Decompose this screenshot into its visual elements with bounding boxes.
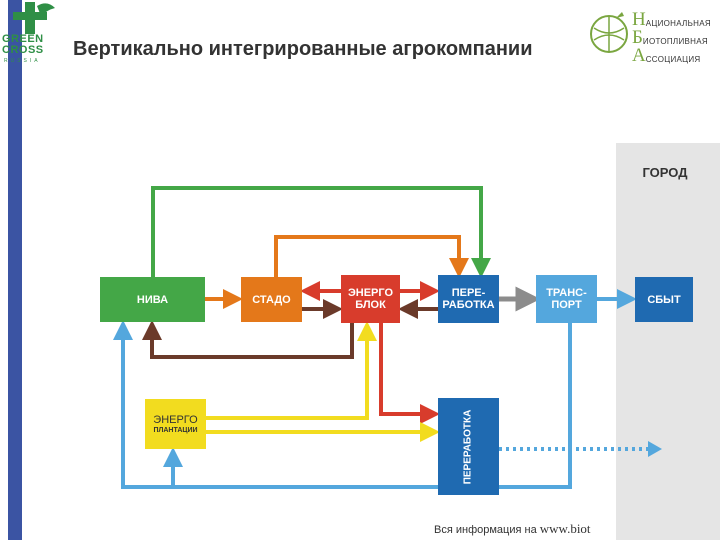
arrow-transport-return-niva: [113, 320, 572, 489]
box-energy-block: ЭНЕРГО БЛОК: [341, 275, 400, 323]
green-cross-icon: [13, 2, 55, 34]
footer-url[interactable]: www.biot: [539, 521, 591, 536]
nba-word-3: ССОЦИАЦИЯ: [645, 55, 701, 64]
leaf-emblem-icon: [590, 12, 628, 53]
city-panel: [616, 143, 720, 540]
box-transport: ТРАНС- ПОРТ: [536, 275, 597, 323]
processing-vertical-label: ПЕРЕРАБОТКА: [462, 409, 474, 484]
arrow-herd-to-processing: [274, 235, 469, 278]
nba-logo: НАЦИОНАЛЬНАЯ БИОТОПЛИВНАЯ АССОЦИАЦИЯ: [586, 4, 720, 66]
arrow-plantation-to-energy: [206, 321, 377, 420]
box-processing-vertical: ПЕРЕРАБОТКА: [438, 398, 499, 495]
box-sales: СБЫТ: [635, 277, 693, 322]
green-cross-logo: GREEN CROSS RUSSIA: [0, 0, 66, 66]
left-accent-bar: [8, 0, 22, 540]
nba-initial-1: Н: [632, 9, 646, 30]
arrow-head-to-city: [648, 441, 662, 457]
nba-initial-3: А: [632, 45, 646, 66]
arrow-niva-to-processing: [151, 186, 491, 278]
nba-word-1: АЦИОНАЛЬНАЯ: [645, 19, 711, 28]
box-energy-plantations: ЭНЕРГО ПЛАНТАЦИИ: [145, 399, 206, 449]
arrow-energy-to-processing-v: [379, 323, 440, 424]
box-niva: НИВА: [100, 277, 205, 322]
nba-row-3: АССОЦИАЦИЯ: [632, 46, 701, 65]
logo-line-green: GREEN: [2, 33, 44, 45]
energy-plantations-line2: ПЛАНТАЦИИ: [153, 426, 198, 434]
city-label: ГОРОД: [642, 165, 688, 180]
footer-note: Вся информация на www.biot: [434, 521, 591, 537]
nba-word-2: ИОТОПЛИВНАЯ: [642, 37, 708, 46]
nba-row-1: НАЦИОНАЛЬНАЯ: [632, 10, 711, 29]
energy-plantations-line1: ЭНЕРГО: [153, 413, 198, 426]
logo-line-cross: CROSS: [2, 44, 44, 56]
logo-line-russia: RUSSIA: [4, 58, 41, 64]
box-processing: ПЕРЕ- РАБОТКА: [438, 275, 499, 323]
nba-initial-2: Б: [632, 27, 643, 48]
box-herd: СТАДО: [241, 277, 302, 322]
page-title: Вертикально интегрированные агрокомпании: [73, 38, 533, 60]
nba-row-2: БИОТОПЛИВНАЯ: [632, 28, 708, 47]
arrow-energy-to-niva: [142, 320, 354, 359]
footer-prefix: Вся информация на: [434, 524, 537, 536]
